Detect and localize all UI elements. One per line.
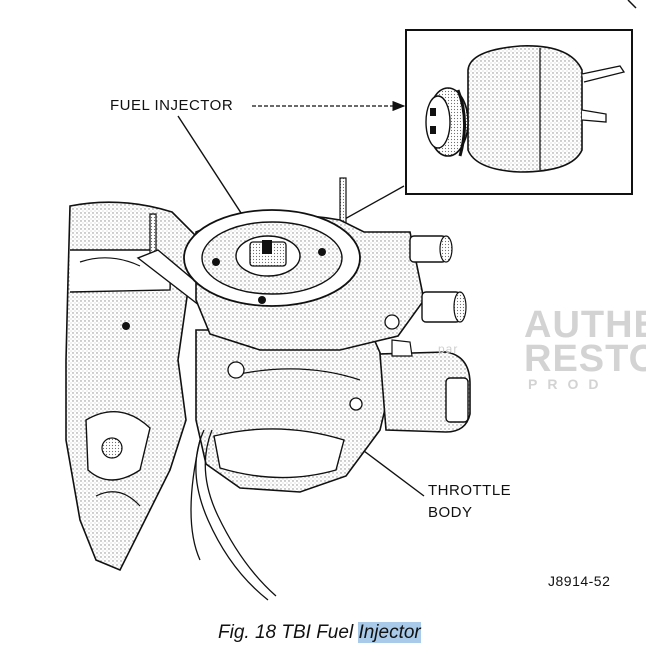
caption-highlighted-word[interactable]: Injector (358, 622, 421, 643)
body-label: BODY (428, 504, 473, 521)
throttle-body (136, 209, 471, 493)
figure-caption: Fig. 18 TBI Fuel Injector (218, 622, 421, 644)
injector-inset (405, 29, 633, 195)
caption-prefix: Fig. 18 TBI Fuel (218, 622, 359, 643)
watermark-line-1: AUTHE (524, 304, 646, 346)
watermark-small-text: par (438, 342, 459, 356)
watermark-line-2: RESTO (524, 338, 646, 380)
throttle-label: THROTTLE (428, 482, 512, 499)
figure-code: J8914-52 (548, 573, 611, 589)
watermark-line-3: PROD (528, 376, 609, 392)
vacuum-hoses (190, 429, 277, 601)
manifold-casting (65, 201, 197, 572)
fuel-injector-label: FUEL INJECTOR (110, 97, 234, 114)
